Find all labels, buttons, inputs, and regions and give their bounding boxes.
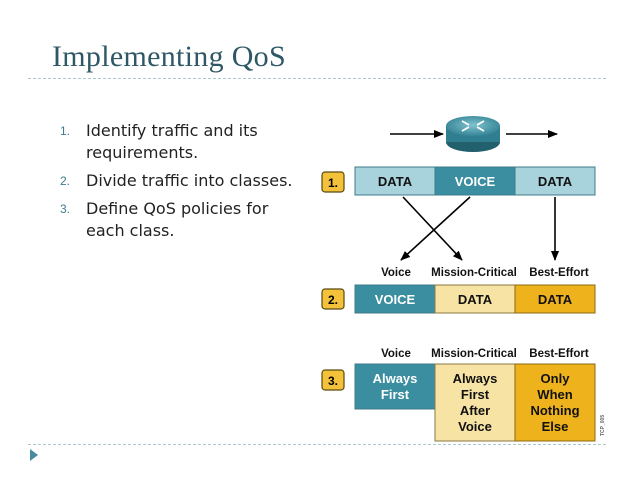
policy-line: Voice	[458, 419, 492, 434]
class-cell: DATA	[538, 292, 573, 307]
step-number: 1.	[60, 124, 71, 138]
svg-text:1.: 1.	[328, 176, 338, 190]
class-label: Mission-Critical	[431, 348, 517, 360]
class-cell: DATA	[458, 292, 493, 307]
class-label: Voice	[381, 267, 411, 279]
policy-line: First	[461, 387, 490, 402]
list-item: 3. Define QoS policies for each class.	[60, 198, 300, 242]
policy-row: Always First Always First After Voice On…	[354, 363, 596, 442]
play-marker-icon	[30, 449, 38, 461]
class-row: VOICE DATA DATA	[354, 284, 596, 314]
step-badge-3: 3.	[321, 369, 345, 391]
policy-line: Else	[542, 419, 569, 434]
class-cell: VOICE	[375, 292, 416, 307]
step-text: Define QoS policies for each class.	[86, 199, 269, 240]
step-text: Identify traffic and its requirements.	[86, 121, 258, 162]
step-number: 3.	[60, 202, 71, 216]
class-label: Mission-Critical	[431, 267, 517, 279]
policy-line: Only	[541, 371, 571, 386]
figure-id: TCP_005	[600, 415, 606, 436]
step-number: 2.	[60, 174, 71, 188]
step-text: Divide traffic into classes.	[86, 171, 293, 190]
policy-line: Always	[373, 371, 418, 386]
step-badge-1: 1.	[321, 171, 345, 193]
traffic-row: DATA VOICE DATA	[354, 166, 596, 196]
traffic-cell: DATA	[538, 174, 573, 189]
steps-list: 1. Identify traffic and its requirements…	[60, 120, 300, 248]
title-divider	[28, 78, 606, 79]
class-label: Voice	[381, 348, 411, 360]
class-label: Best-Effort	[529, 348, 589, 360]
router-icon	[446, 116, 500, 152]
list-item: 2. Divide traffic into classes.	[60, 170, 300, 192]
policy-line: First	[381, 387, 410, 402]
traffic-cell: DATA	[378, 174, 413, 189]
svg-text:3.: 3.	[328, 374, 338, 388]
list-item: 1. Identify traffic and its requirements…	[60, 120, 300, 164]
svg-text:2.: 2.	[328, 293, 338, 307]
class-label: Best-Effort	[529, 267, 589, 279]
classify-arrow	[400, 196, 471, 261]
traffic-cell: VOICE	[455, 174, 496, 189]
policy-line: Nothing	[530, 403, 579, 418]
policy-line: When	[537, 387, 572, 402]
slide-title: Implementing QoS	[52, 40, 286, 73]
policy-line: Always	[453, 371, 498, 386]
classify-arrow	[402, 196, 463, 261]
policy-line: After	[460, 403, 490, 418]
step-badge-2: 2.	[321, 288, 345, 310]
footer-divider	[28, 444, 606, 445]
